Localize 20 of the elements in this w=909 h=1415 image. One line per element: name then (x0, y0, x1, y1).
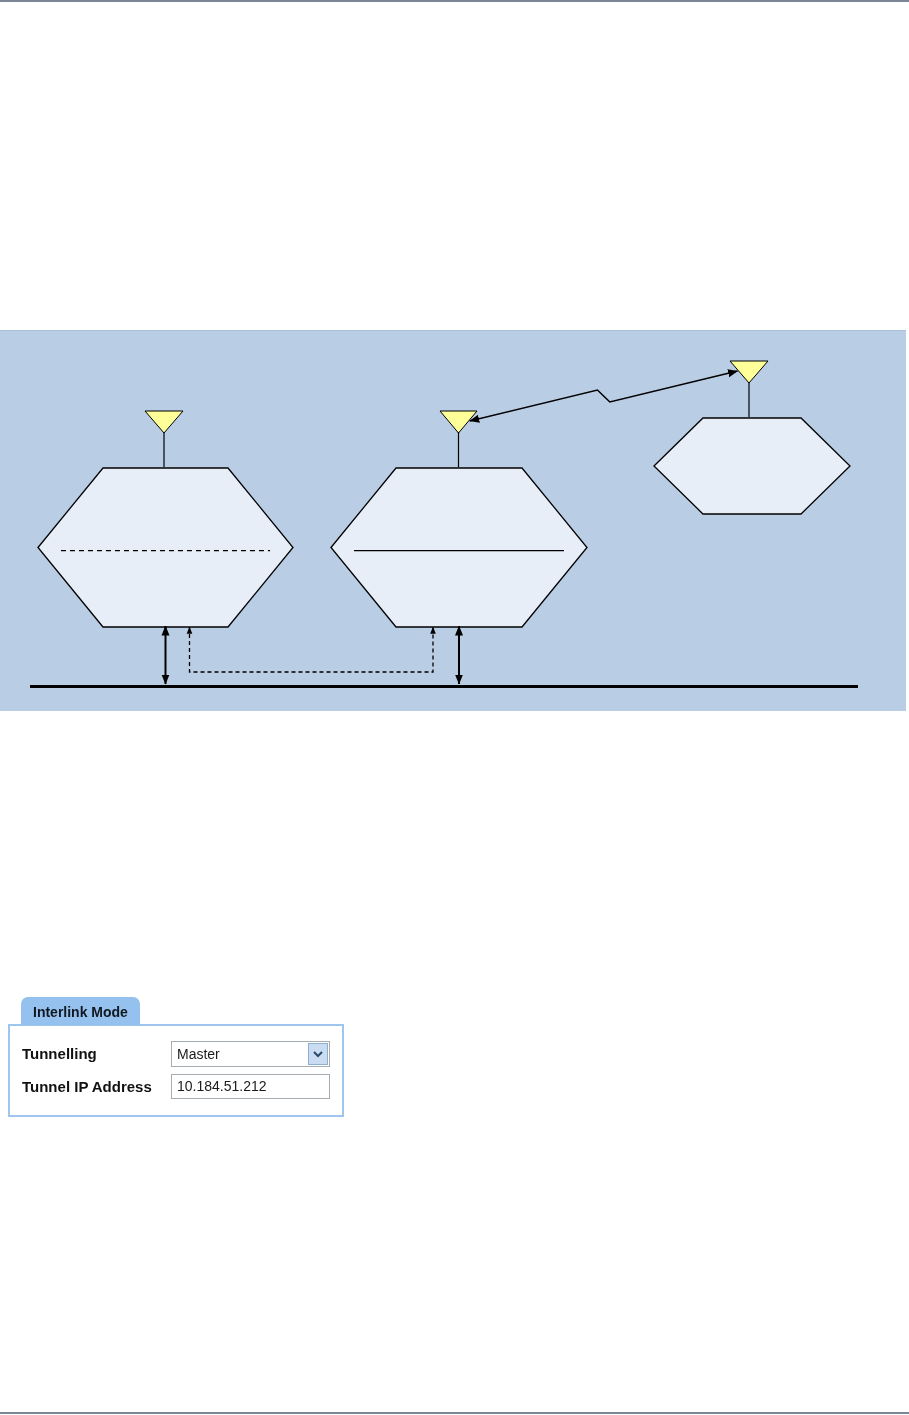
dropdown-field: Master (171, 1041, 330, 1067)
double-arrow (455, 625, 463, 685)
hexagon-node (330, 467, 588, 628)
settings-panel (8, 997, 344, 1117)
hexagon-node (653, 417, 851, 515)
zigzag-double-arrow (468, 369, 739, 423)
hexagon-node (37, 467, 294, 628)
bus-line (30, 685, 858, 688)
double-arrow (161, 625, 170, 685)
antenna-icon (144, 410, 184, 434)
antenna-icon (729, 360, 769, 384)
connector-line (748, 381, 750, 418)
field-label: Tunnelling (22, 1045, 97, 1063)
antenna-icon (439, 410, 478, 434)
dashed-double-arrow (186, 626, 436, 673)
connector-line (163, 431, 165, 468)
field-label: Tunnel IP Address (22, 1078, 152, 1096)
connector-line (457, 431, 460, 468)
input-field: 10.184.51.212 (171, 1074, 330, 1099)
panel-tab: Interlink Mode (21, 997, 140, 1025)
